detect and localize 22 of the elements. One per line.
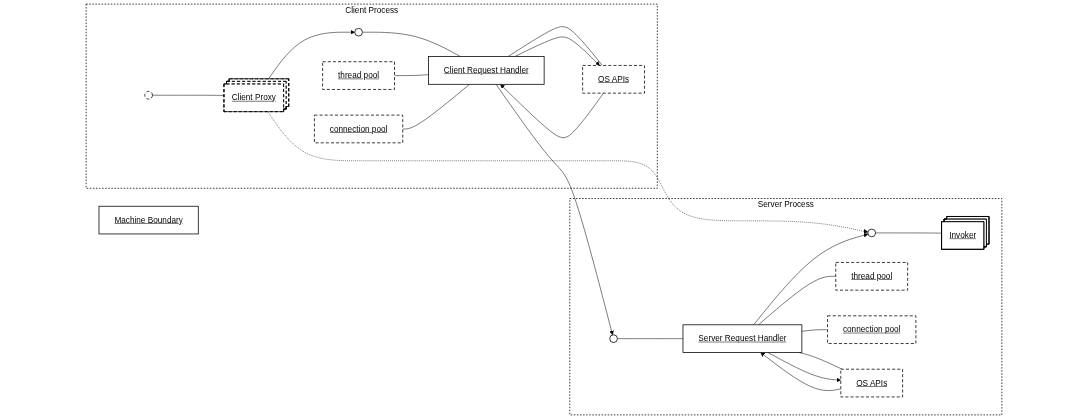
node-box: thread pool (322, 61, 395, 90)
node-box: Client Request Handler (428, 56, 545, 85)
connector (152, 94, 225, 96)
node-box: Server Request Handler (682, 324, 803, 353)
node-circle (609, 334, 618, 343)
connector (362, 31, 461, 57)
node-box: Machine Boundary (98, 205, 199, 235)
node-box: OS APIs (582, 65, 645, 94)
node-circle (144, 91, 153, 100)
connector (758, 276, 836, 326)
connector (875, 232, 943, 234)
connector (801, 329, 828, 332)
node-circle (354, 27, 363, 37)
connector (798, 352, 843, 370)
node-box: thread pool (835, 262, 909, 291)
node-box: OS APIs (840, 368, 903, 398)
node-circle (867, 228, 876, 238)
connector (617, 338, 684, 339)
node-box: connection pool (314, 114, 404, 144)
node-box: connection pool (827, 315, 917, 344)
connector (402, 84, 470, 130)
connector (394, 74, 429, 76)
